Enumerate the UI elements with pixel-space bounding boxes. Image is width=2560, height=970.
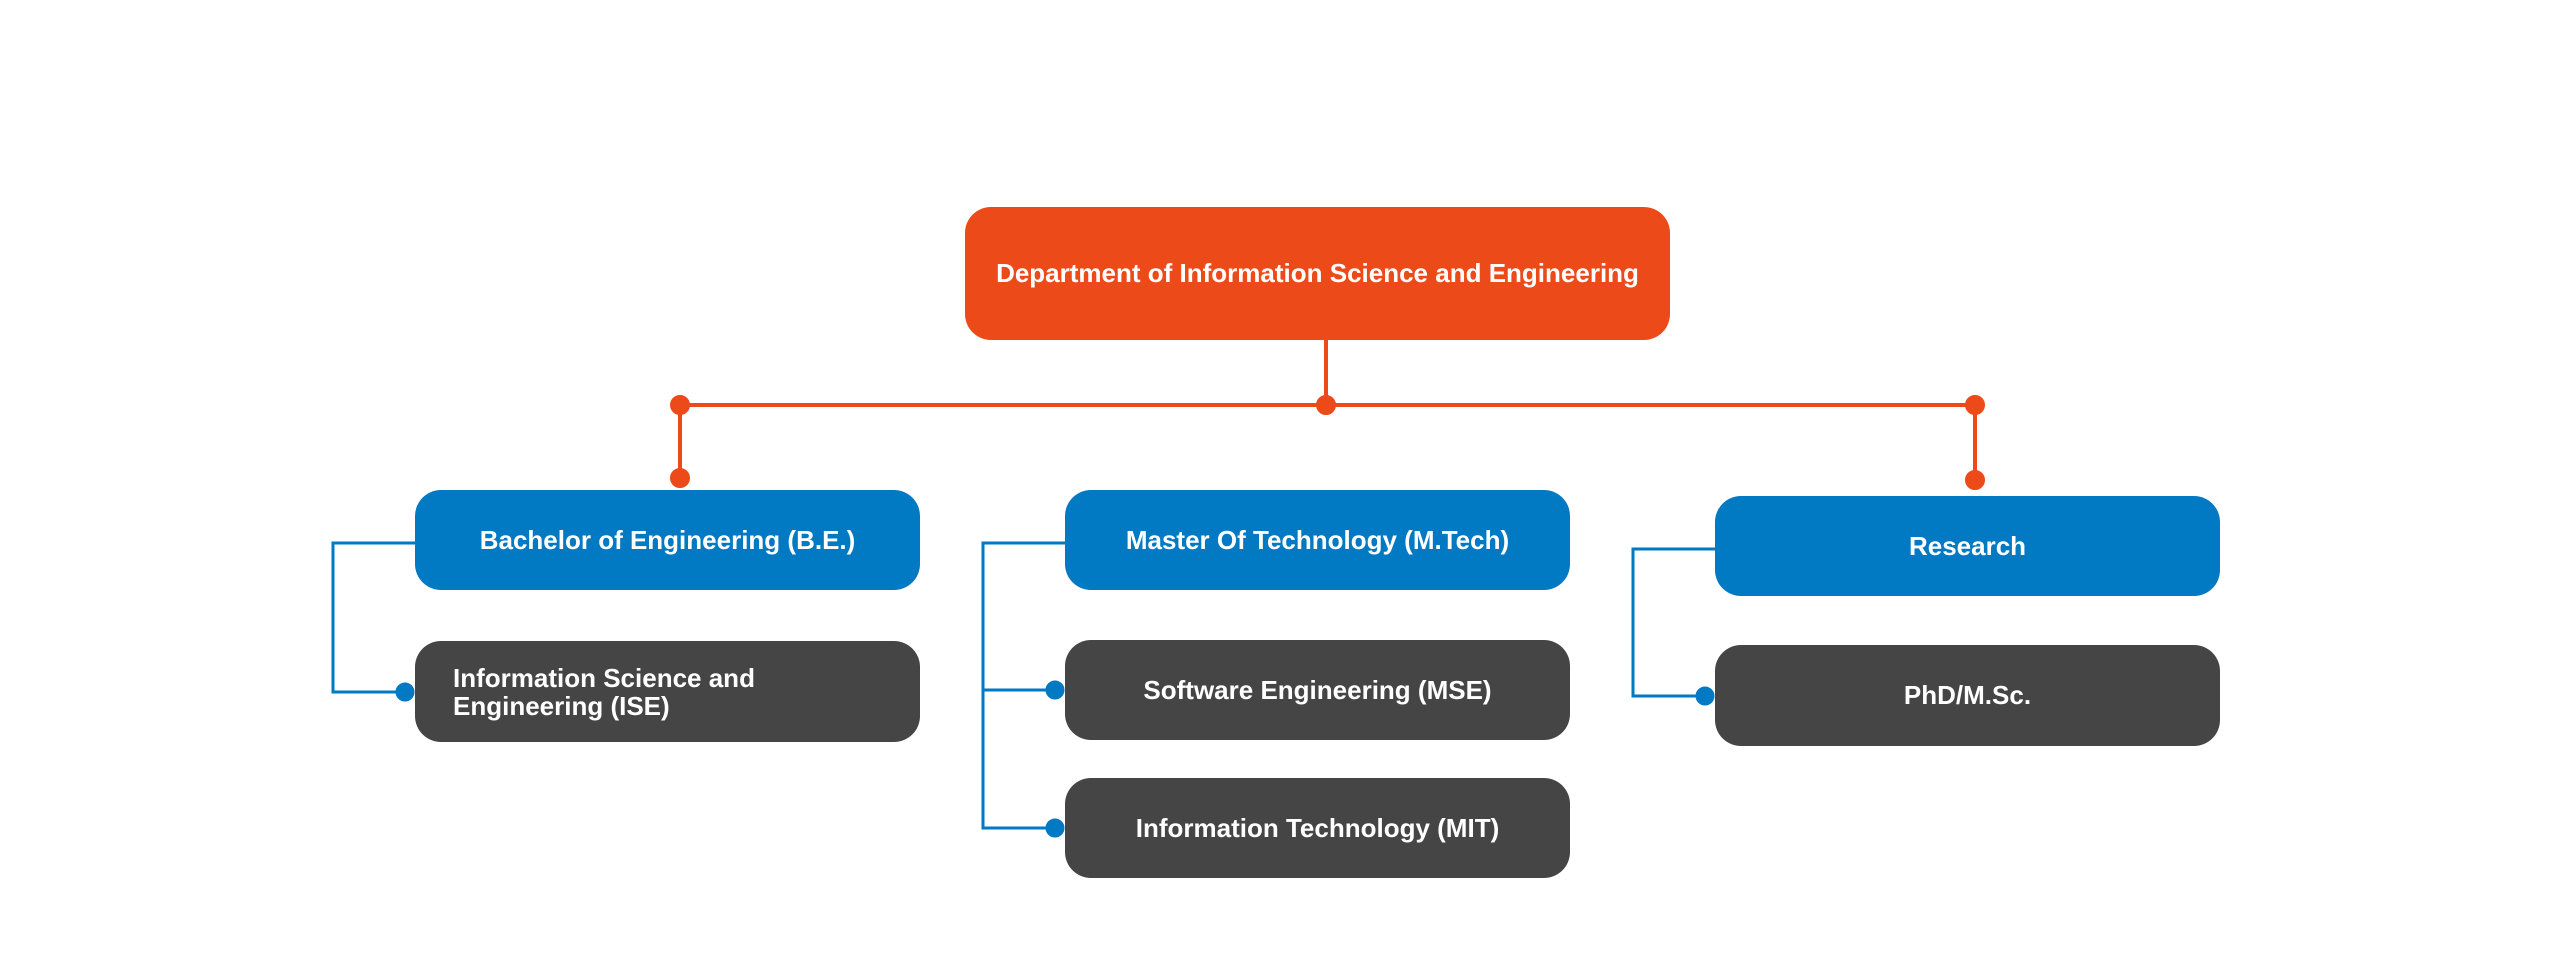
node-dot bbox=[395, 682, 415, 702]
node-dot bbox=[1316, 395, 1336, 415]
node-dot bbox=[1045, 818, 1065, 838]
bracket-research bbox=[1631, 547, 1715, 698]
root-node: Department of Information Science and En… bbox=[965, 207, 1670, 340]
node-dot bbox=[1965, 395, 1985, 415]
node-dot bbox=[1045, 680, 1065, 700]
node-dot bbox=[1965, 470, 1985, 490]
node-dot bbox=[670, 395, 690, 415]
node-mse: Software Engineering (MSE) bbox=[1065, 640, 1570, 740]
node-dot bbox=[670, 468, 690, 488]
node-be: Bachelor of Engineering (B.E.) bbox=[415, 490, 920, 590]
node-ise: Information Science and Engineering (ISE… bbox=[415, 641, 920, 742]
node-dot bbox=[1695, 686, 1715, 706]
node-phd: PhD/M.Sc. bbox=[1715, 645, 2220, 746]
node-research: Research bbox=[1715, 496, 2220, 596]
node-mit: Information Technology (MIT) bbox=[1065, 778, 1570, 878]
bracket-be bbox=[331, 541, 415, 694]
bracket-mtech bbox=[981, 541, 1065, 830]
node-mtech: Master Of Technology (M.Tech) bbox=[1065, 490, 1570, 590]
